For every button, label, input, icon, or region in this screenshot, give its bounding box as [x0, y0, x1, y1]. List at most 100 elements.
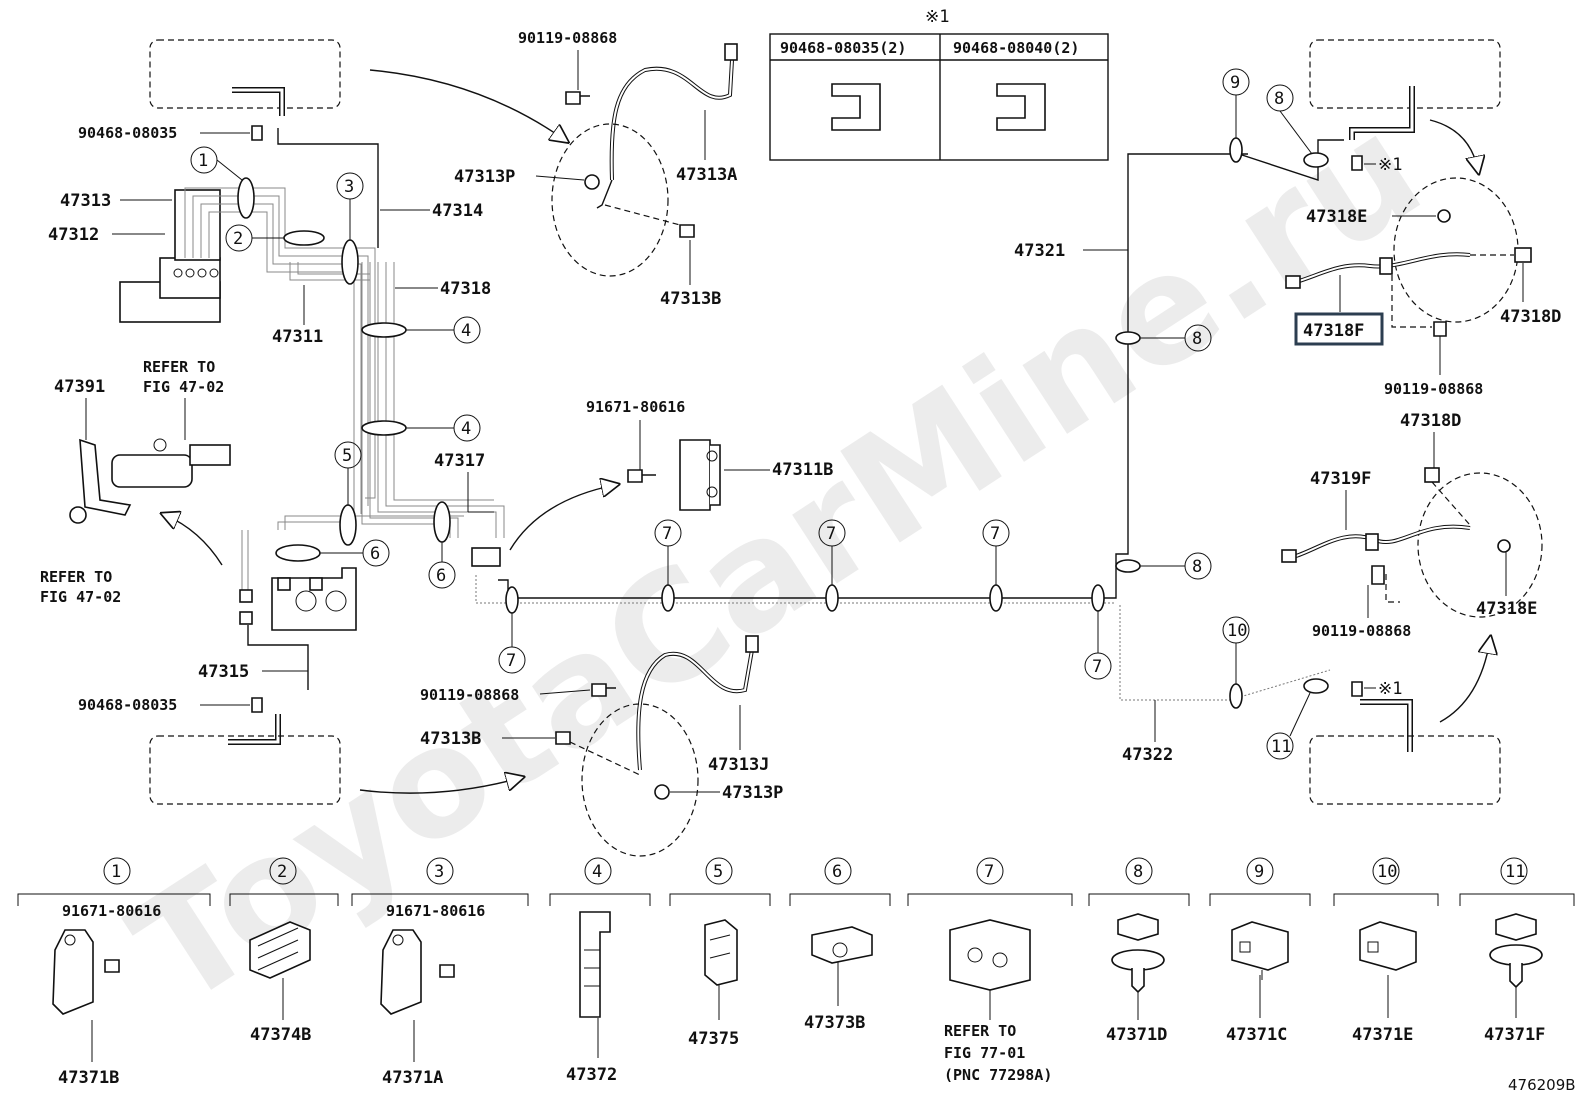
label-47311: 47311: [272, 327, 323, 347]
bolt-icon-47313B: [679, 224, 695, 238]
refer-fig-47-02-a-line1: REFER TO: [143, 358, 215, 376]
clip-icon-left: [831, 83, 881, 131]
refer-fig-77-01-line2: FIG 77-01: [944, 1044, 1025, 1062]
clip-icon-47372: [579, 911, 611, 1018]
refer-fig-47-02-b-line1: REFER TO: [40, 568, 112, 586]
clamp-3: [341, 239, 359, 285]
svg-text:4: 4: [592, 862, 602, 882]
label-47318D-mid: 47318D: [1400, 411, 1461, 431]
clip-icon-47371E: [1359, 921, 1417, 971]
caliper-circle-top: [551, 123, 669, 277]
label-47313P-top: 47313P: [454, 167, 515, 187]
label-47318E-top: 47318E: [1306, 207, 1367, 227]
clip-icon-47374B: [249, 921, 311, 979]
svg-text:10: 10: [1227, 621, 1247, 641]
svg-text:7: 7: [662, 524, 672, 544]
label-47318E-bottom: 47318E: [1476, 599, 1537, 619]
main-brake-line: [498, 153, 1248, 599]
svg-text:1: 1: [198, 151, 208, 171]
svg-text:8: 8: [1192, 329, 1202, 349]
clip-icon-47371D: [1111, 913, 1165, 994]
legend-8-part: 47371D: [1106, 1025, 1167, 1045]
caliper-circle-right-bottom: [1417, 472, 1543, 618]
label-47317: 47317: [434, 451, 485, 471]
svg-text:1: 1: [111, 862, 121, 882]
header-left-part: 90468-08035(2): [780, 39, 906, 57]
svg-text:3: 3: [344, 177, 354, 197]
clamp-2: [283, 230, 325, 246]
svg-text:8: 8: [1133, 862, 1143, 882]
clamp-6: [275, 544, 321, 562]
label-47318D-top: 47318D: [1500, 307, 1561, 327]
note-marker-header: ※1: [925, 7, 949, 27]
label-47391: 47391: [54, 377, 105, 397]
label-47313P-bottom: 47313P: [722, 783, 783, 803]
tank-outline-top: [149, 39, 341, 109]
legend-10-part: 47371E: [1352, 1025, 1413, 1045]
pipe-bundle-upper: [184, 128, 379, 522]
svg-text:9: 9: [1230, 73, 1240, 93]
refer-fig-77-01-line3: (PNC 77298A): [944, 1066, 1052, 1084]
highlight-box-47318F: [1294, 312, 1384, 346]
label-47313J: 47313J: [708, 755, 769, 775]
clamp-47311B: [679, 439, 721, 511]
fitting-47318D-top: [1514, 247, 1532, 263]
refer-fig-77-01-line1: REFER TO: [944, 1022, 1016, 1040]
svg-text:8: 8: [1274, 89, 1284, 109]
svg-text:8: 8: [1192, 557, 1202, 577]
label-90119-08868-a: 90119-08868: [518, 29, 617, 47]
svg-text:2: 2: [277, 862, 287, 882]
svg-text:3: 3: [434, 862, 444, 882]
label-47318F: 47318F: [1303, 321, 1364, 341]
legend-6-part: 47373B: [804, 1013, 865, 1033]
tank-outline-top-right: [1309, 39, 1501, 109]
clamp-6-b: [433, 501, 451, 543]
svg-text:4: 4: [461, 321, 471, 341]
bolt-icon-b: [591, 683, 616, 697]
proportioning-valve: [271, 567, 357, 631]
bolt-icon-47313B-bottom: [555, 731, 571, 745]
bolt-icon-mid: [627, 469, 656, 483]
svg-text:4: 4: [461, 419, 471, 439]
master-cylinder: [69, 438, 231, 524]
clamp-4-b: [361, 420, 407, 436]
clamp-1: [237, 177, 255, 219]
fitting-47318D-mid: [1424, 467, 1440, 483]
label-47314: 47314: [432, 201, 483, 221]
svg-text:6: 6: [832, 862, 842, 882]
clip-icon-47371F: [1489, 913, 1543, 989]
legend-1-sub: 91671-80616: [62, 902, 161, 920]
label-90119-08868-b: 90119-08868: [420, 686, 519, 704]
refer-fig-47-02-b-line2: FIG 47-02: [40, 588, 121, 606]
clip-icon-47371C: [1231, 921, 1289, 980]
caliper-circle-bottom: [581, 703, 699, 857]
header-table: ※1 90468-08035(2) 90468-08040(2): [769, 7, 1109, 161]
note-marker-right-top: ※1: [1378, 155, 1402, 175]
label-47318: 47318: [440, 279, 491, 299]
nut-icon: [69, 506, 87, 524]
legend-row: 1 91671-80616 47371B 2 47374B 3 91671-80…: [17, 857, 1575, 1088]
label-90119-08868-c: 90119-08868: [1384, 380, 1483, 398]
label-47313: 47313: [60, 191, 111, 211]
clip-icon-47371A: [380, 929, 455, 1015]
clip-icon-77298A: [949, 919, 1031, 991]
legend-3-sub: 91671-80616: [386, 902, 485, 920]
note-marker-right-bottom: ※1: [1378, 679, 1402, 699]
svg-text:10: 10: [1377, 862, 1397, 882]
pipe-bundle-vertical: [361, 262, 505, 538]
svg-text:7: 7: [1092, 657, 1102, 677]
tank-outline-bottom: [149, 735, 341, 805]
label-47311B: 47311B: [772, 460, 833, 480]
label-47313A: 47313A: [676, 165, 737, 185]
clip-icon-47373B: [811, 926, 873, 964]
figure-id: 476209B: [1508, 1076, 1576, 1094]
svg-text:11: 11: [1505, 862, 1525, 882]
svg-text:6: 6: [436, 566, 446, 586]
label-47312: 47312: [48, 225, 99, 245]
clip-icon-47375: [704, 919, 738, 986]
svg-text:5: 5: [713, 862, 723, 882]
tank-outline-bottom-right: [1309, 735, 1501, 805]
arrow-bottom-left: [359, 778, 520, 794]
svg-text:7: 7: [826, 524, 836, 544]
